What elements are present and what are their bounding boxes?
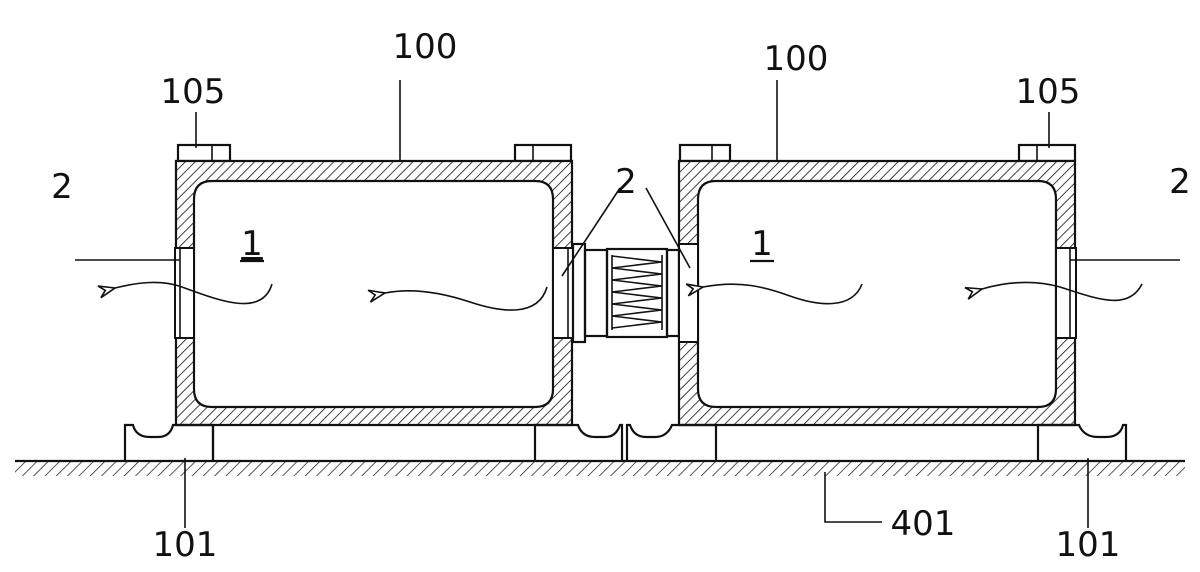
left-supports	[123, 423, 624, 461]
label-101-right: 101	[1056, 525, 1121, 565]
left-housing-wall	[174, 159, 574, 427]
label-100-left: 100	[393, 27, 458, 67]
right-housing-right-port	[1055, 247, 1077, 339]
connector-collar-right	[665, 248, 681, 338]
labels: 100 100 105 105 2 2 2 1 1 101 101 401	[51, 27, 1191, 565]
label-2-far-right: 2	[1169, 162, 1191, 202]
label-105-right: 105	[1016, 72, 1081, 112]
right-housing-wall	[677, 159, 1077, 427]
ground	[15, 459, 1185, 476]
leader-2-middle-left	[561, 187, 621, 277]
connector-spring	[611, 255, 663, 330]
left-housing-cap-2	[513, 143, 573, 163]
right-chamber-flow-arrow-1	[685, 283, 863, 305]
label-401: 401	[891, 504, 956, 544]
leader-401	[824, 472, 882, 523]
left-chamber-flow-arrow-2	[367, 286, 548, 311]
connector-collar-left	[583, 248, 609, 338]
label-100-right: 100	[764, 39, 829, 79]
right-housing-cap-1	[678, 143, 732, 163]
left-housing-left-port	[174, 247, 195, 339]
left-housing	[97, 143, 574, 427]
right-chamber-flow-arrow-2	[964, 281, 1143, 302]
leader-2-middle-right	[645, 187, 691, 269]
ground-hatch	[15, 461, 1185, 476]
label-105-left: 105	[161, 72, 226, 112]
right-housing-cap-2	[1017, 143, 1077, 163]
left-housing-right-port	[552, 247, 574, 339]
left-outer-foot	[123, 423, 215, 461]
label-2-far-left: 2	[51, 167, 73, 207]
connector-flange-left	[571, 242, 587, 344]
connector	[571, 242, 681, 344]
left-inner-foot	[533, 423, 624, 461]
leader-lines	[75, 80, 1180, 528]
label-2-middle: 2	[615, 162, 637, 202]
left-chamber-flow-arrow-1	[97, 281, 273, 305]
right-outer-foot	[1036, 423, 1128, 461]
right-housing-left-port	[678, 243, 699, 343]
label-1-right-chamber: 1	[751, 224, 773, 264]
label-1-left-chamber: 1	[241, 224, 263, 264]
right-inner-foot	[625, 423, 718, 461]
right-housing	[677, 143, 1143, 427]
label-101-left: 101	[153, 525, 218, 565]
right-supports	[625, 423, 1128, 461]
left-housing-cap-1	[176, 143, 232, 163]
